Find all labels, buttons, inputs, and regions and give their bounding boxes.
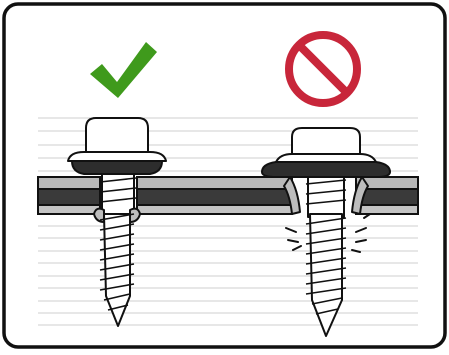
thread-lines-right xyxy=(305,179,347,315)
metal-sheet-middle xyxy=(136,176,293,215)
washer-flange-right xyxy=(275,153,377,163)
metal-sheet-right xyxy=(355,176,419,215)
stress-marks xyxy=(285,213,371,253)
thread-lines-left xyxy=(99,177,137,311)
prohibited-icon xyxy=(285,31,361,107)
rubber-washer-right xyxy=(261,161,391,178)
screw-head-right xyxy=(291,127,361,155)
checkmark-icon xyxy=(90,42,157,98)
metal-sheet-left xyxy=(37,176,101,215)
rubber-washer-left xyxy=(71,160,163,175)
screw-head-left xyxy=(85,117,149,153)
washer-flange-left xyxy=(67,151,167,162)
screw-thread-right xyxy=(309,213,343,337)
screw-incorrect xyxy=(261,127,391,337)
